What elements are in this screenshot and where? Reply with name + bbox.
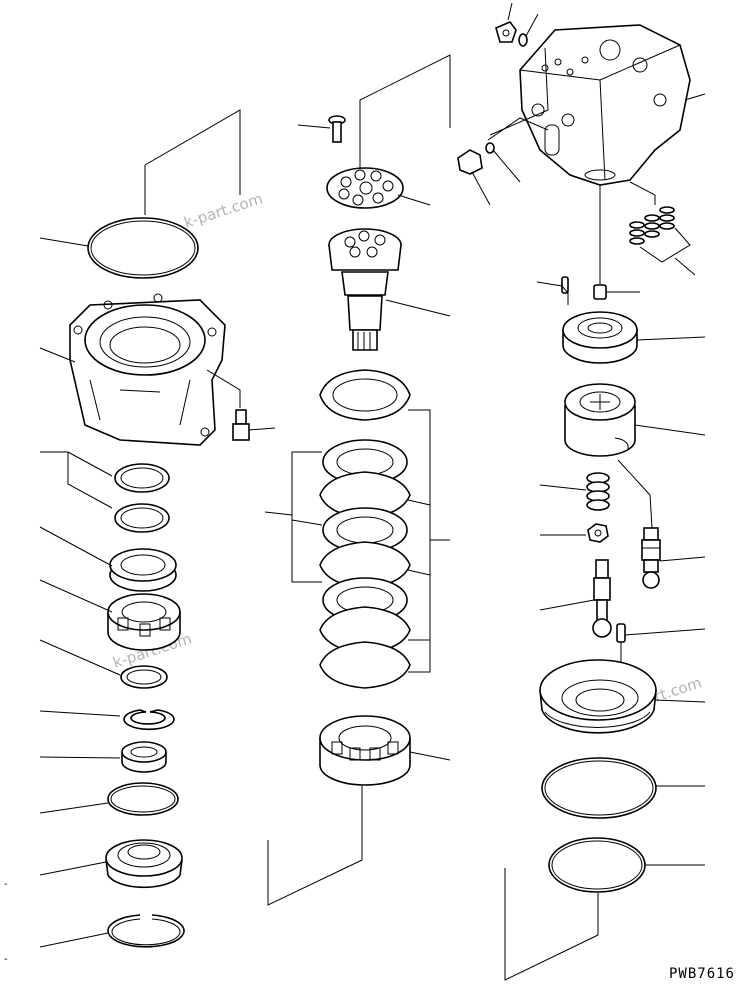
brake-disc-stack: [319, 369, 411, 689]
leader-end-cover: [39, 861, 107, 876]
leader-valve-small: [489, 47, 549, 136]
housing-bolt: [232, 409, 250, 441]
dowel-pin: [561, 276, 569, 294]
motor-housing: [69, 293, 226, 446]
leader-small-pin: [624, 628, 706, 636]
leader-discs-out: [264, 511, 293, 516]
cylinder-shaft: [328, 228, 402, 351]
leader-plug-ring: [492, 149, 521, 183]
leader-roller-bearing-small: [39, 579, 113, 613]
leader-bracket-top-left: [144, 109, 241, 215]
leader-plate-b: [407, 569, 431, 576]
leader-bearing-race: [39, 526, 113, 567]
spring: [586, 472, 610, 511]
watermark-1: k-part.com: [182, 189, 265, 231]
leader-disc-mid: [291, 519, 323, 526]
leader-washer: [39, 639, 121, 676]
leader-spring-set: [639, 227, 691, 263]
roller-bearing-small: [107, 593, 181, 651]
drawing-code: PWB7616: [668, 966, 735, 982]
leader-shim-1: [67, 451, 113, 477]
leader-retainer-plate: [397, 194, 431, 206]
leader-dowel-pin: [536, 281, 569, 305]
leader-snap-ring-large: [39, 932, 109, 948]
leader-housing-bolt: [206, 369, 241, 408]
leader-bracket-discs: [291, 451, 322, 583]
end-cover: [105, 839, 183, 889]
leader-spring-set-top: [629, 181, 656, 205]
seal-small: [121, 741, 167, 773]
nut-top: [495, 21, 517, 43]
shim-2: [114, 503, 170, 533]
o-ring-large: [87, 217, 199, 279]
leader-seal-small: [39, 756, 121, 759]
leader-check-spool-bracket: [617, 459, 653, 529]
leader-spring-set-out: [674, 257, 696, 276]
plug: [457, 142, 495, 175]
leader-check-spool: [659, 556, 706, 562]
valve-plate: [562, 311, 638, 364]
margin-mark-2: -: [4, 954, 8, 965]
leader-roller-bearing-large: [409, 751, 451, 761]
leader-housing: [39, 347, 76, 363]
o-ring-right-upper: [541, 757, 657, 819]
leader-valve-block: [684, 93, 706, 101]
rear-flange: [539, 659, 657, 734]
spring-set: [629, 206, 675, 245]
small-pin: [616, 623, 626, 643]
leader-ring-top: [525, 13, 539, 37]
roller-bearing-large: [319, 715, 411, 786]
leader-plate-a: [407, 499, 431, 506]
leader-spring: [539, 484, 587, 491]
pilot-piston: [592, 559, 612, 638]
leader-brake-piston: [634, 424, 706, 436]
o-ring-small: [107, 782, 179, 816]
leader-rear-flange: [654, 699, 706, 703]
snap-ring-large: [107, 914, 185, 948]
leader-bracket-shims: [40, 451, 113, 509]
leader-bracket-plates: [408, 409, 431, 673]
hex-nut: [587, 523, 609, 543]
leader-valve-plate: [636, 336, 706, 341]
ring-top: [518, 33, 528, 47]
retainer-plate: [326, 167, 404, 209]
orifice-plug: [593, 284, 607, 300]
leader-snap-ring-small: [39, 710, 121, 717]
brake-piston: [564, 383, 636, 457]
leader-housing-bolt-2: [248, 427, 276, 431]
shim-1: [114, 463, 170, 493]
leader-screw-small: [297, 124, 331, 129]
leader-plug: [471, 171, 491, 206]
margin-mark-1: -: [4, 879, 8, 890]
screw-small: [328, 115, 346, 143]
leader-pilot-piston: [539, 599, 595, 611]
leader-bracket-bottom-middle: [267, 786, 363, 906]
check-spool: [641, 527, 661, 589]
snap-ring-small: [123, 709, 175, 731]
washer: [120, 665, 168, 689]
leader-cylinder-shaft: [385, 299, 451, 317]
leader-o-ring-small: [39, 802, 109, 814]
o-ring-right-lower: [548, 837, 646, 893]
leader-o-ring-large: [39, 237, 89, 247]
valve-block: [519, 24, 691, 186]
leader-plug-bracket: [487, 117, 549, 141]
leader-bracket-bottom-right: [504, 868, 599, 981]
bearing-race: [109, 548, 177, 592]
leader-bracket-top-middle: [359, 54, 451, 170]
leader-nut-top: [507, 2, 513, 21]
